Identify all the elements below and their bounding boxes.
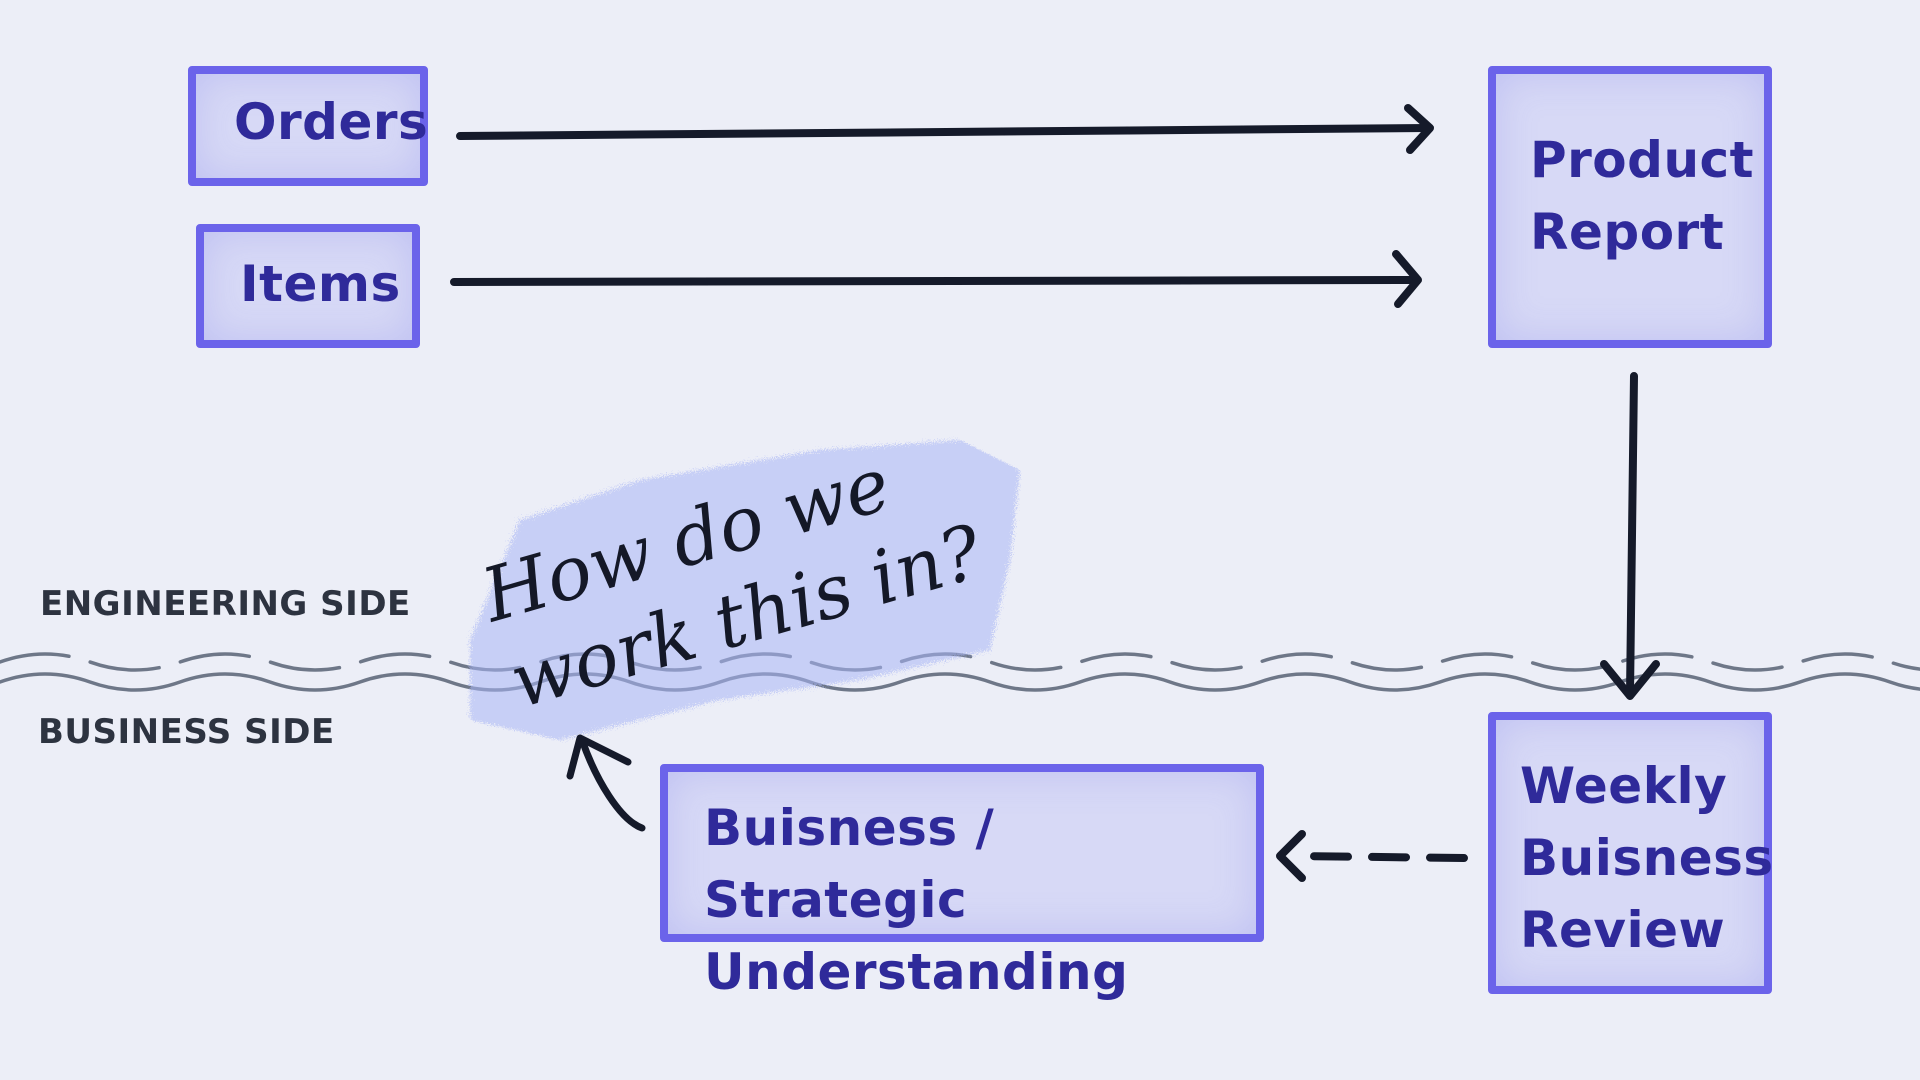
business-side-label: BUSINESS SIDE (38, 712, 335, 752)
arrow-items-to-report (450, 250, 1422, 308)
business-understanding-box: Buisness / Strategic Understanding (660, 764, 1264, 1001)
product-report-box: Product Report (1488, 66, 1772, 348)
orders-box: Orders (188, 66, 428, 186)
arrow-report-to-weekly (1600, 372, 1660, 700)
items-label: Items (240, 255, 401, 313)
arrow-orders-to-report (456, 104, 1434, 154)
arrow-business-to-note (566, 734, 646, 832)
engineering-side-label: ENGINEERING SIDE (40, 584, 411, 624)
orders-label: Orders (234, 93, 429, 151)
note-highlight (470, 440, 1020, 740)
arrow-weekly-to-business (1276, 830, 1468, 882)
product-report-label: Product Report (1530, 131, 1755, 261)
business-understanding-label: Buisness / Strategic Understanding (704, 799, 1129, 1001)
weekly-review-label: Weekly Buisness Review (1520, 757, 1774, 959)
weekly-review-box: Weekly Buisness Review (1488, 712, 1774, 994)
items-box: Items (196, 224, 420, 348)
